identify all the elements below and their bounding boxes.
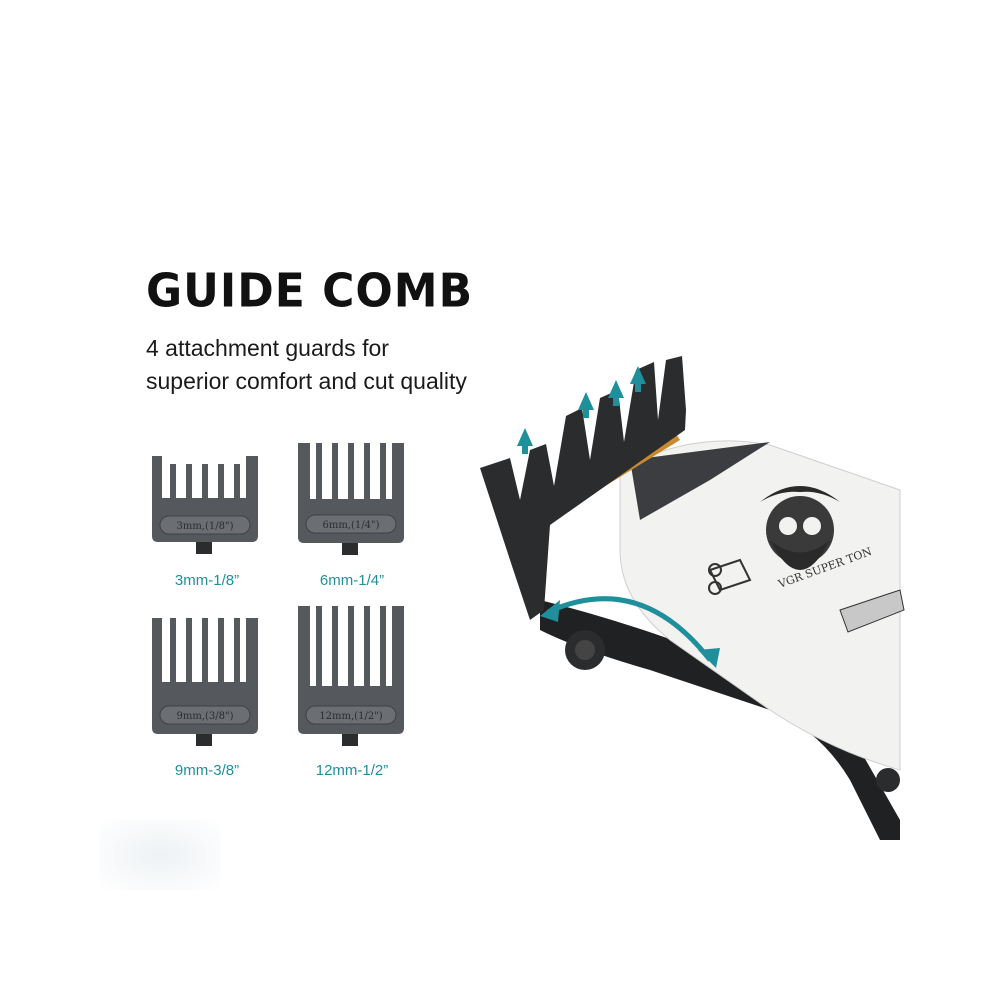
guard-engraving: 9mm,(3/8"): [176, 711, 233, 722]
guard-engraving: 3mm,(1/8"): [176, 521, 233, 532]
curved-double-arrow-icon: [540, 596, 720, 668]
guard-comb-12mm: 12mm,(1/2"): [292, 600, 412, 752]
page-title: GUIDE COMB: [146, 264, 474, 319]
subtitle-line-2: superior comfort and cut quality: [146, 368, 467, 394]
attached-guard-comb: [480, 356, 686, 620]
hair-clipper: VGR SUPER TON: [470, 350, 1000, 845]
guard-label-12mm: 12mm-1/2”: [315, 762, 389, 779]
guard-label-3mm: 3mm-1/8”: [174, 572, 240, 589]
guard-engraving: 6mm,(1/4"): [322, 520, 379, 531]
background-shadow: [100, 820, 220, 890]
taper-lever: [540, 600, 900, 840]
guard-engraving: 12mm,(1/2"): [319, 711, 382, 722]
guard-label-9mm: 9mm-3/8”: [174, 762, 240, 779]
guard-comb-6mm: 6mm,(1/4"): [292, 437, 412, 559]
guard-comb-3mm: 3mm,(1/8"): [146, 450, 266, 560]
subtitle: 4 attachment guards for superior comfort…: [146, 332, 467, 398]
subtitle-line-1: 4 attachment guards for: [146, 335, 389, 361]
guard-comb-9mm: 9mm,(3/8"): [146, 612, 266, 752]
guard-label-6mm: 6mm-1/4”: [319, 572, 385, 589]
up-arrow-icon: [517, 366, 646, 454]
